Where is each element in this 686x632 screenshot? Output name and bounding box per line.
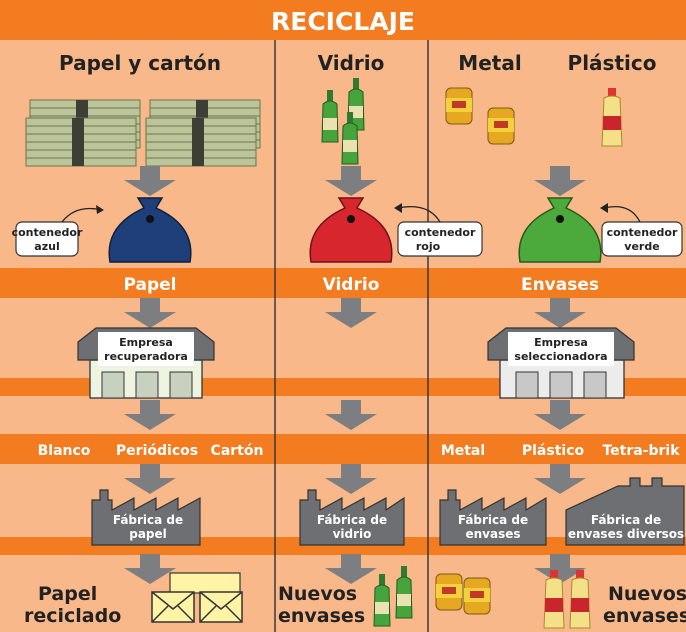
red-container-bag xyxy=(309,197,393,263)
label-green-container: contenedor verde xyxy=(600,203,683,257)
factory-paper-line1: Fábrica de xyxy=(113,513,183,527)
material-carton: Cartón xyxy=(211,443,264,459)
material-blanco: Blanco xyxy=(38,443,91,459)
material-plastico: Plástico xyxy=(522,443,585,459)
packaging-factory: Fábrica de envases xyxy=(439,489,547,546)
factory-packaging-line1: Fábrica de xyxy=(458,513,528,527)
various-packaging-factory: Fábrica de envases diversos xyxy=(565,477,685,546)
output-packaging-line1: Nuevos xyxy=(608,583,686,605)
label-green-line2: verde xyxy=(624,240,659,253)
heading-plastic: Plástico xyxy=(568,51,657,75)
sorting-company-building: Empresa seleccionadora xyxy=(487,327,635,399)
label-red-container: contenedor rojo xyxy=(394,203,483,257)
heading-metal: Metal xyxy=(458,51,521,75)
output-paper-line1: Papel xyxy=(38,583,97,605)
recovery-company-building: Empresa recuperadora xyxy=(77,327,215,399)
output-glass-line1: Nuevos xyxy=(278,583,357,605)
recovery-line2: recuperadora xyxy=(104,350,188,363)
sorting-line2: seleccionadora xyxy=(514,350,607,363)
label-green-line1: contenedor xyxy=(607,226,678,239)
sorting-line1: Empresa xyxy=(534,336,588,349)
band-label-packaging: Envases xyxy=(521,275,599,295)
band-label-glass: Vidrio xyxy=(323,275,380,295)
label-blue-line2: azul xyxy=(34,240,59,253)
material-tetrabrik: Tetra-brik xyxy=(602,443,680,459)
material-metal: Metal xyxy=(441,443,485,459)
factory-various-line2: envases diversos xyxy=(568,527,684,541)
factory-packaging-line2: envases xyxy=(465,527,520,541)
band-materials xyxy=(0,434,686,464)
heading-paper: Papel y cartón xyxy=(59,51,221,75)
recovery-line1: Empresa xyxy=(119,336,173,349)
output-glass-line2: envases xyxy=(278,605,365,627)
band-collection xyxy=(0,268,686,298)
paper-factory: Fábrica de papel xyxy=(91,489,201,546)
output-paper-line2: reciclado xyxy=(24,605,121,627)
factory-glass-line2: vidrio xyxy=(333,527,372,541)
factory-glass-line1: Fábrica de xyxy=(317,513,387,527)
factory-paper-line2: papel xyxy=(129,527,167,541)
factory-various-line1: Fábrica de xyxy=(591,513,661,527)
label-blue-line1: contenedor xyxy=(12,226,83,239)
heading-glass: Vidrio xyxy=(318,51,385,75)
title-band xyxy=(0,0,686,40)
band-label-paper: Papel xyxy=(123,275,176,295)
label-blue-container: contenedor azul xyxy=(12,205,104,257)
label-red-line2: rojo xyxy=(416,240,441,253)
label-red-line1: contenedor xyxy=(405,226,476,239)
diagram-title: RECICLAJE xyxy=(271,7,415,36)
green-container-bag xyxy=(518,197,602,263)
glass-factory: Fábrica de vidrio xyxy=(299,489,405,546)
output-packaging-line2: envases xyxy=(603,605,686,627)
blue-container-bag xyxy=(108,197,192,263)
recycled-paper-envelopes xyxy=(151,572,243,623)
material-periodicos: Periódicos xyxy=(116,443,198,459)
